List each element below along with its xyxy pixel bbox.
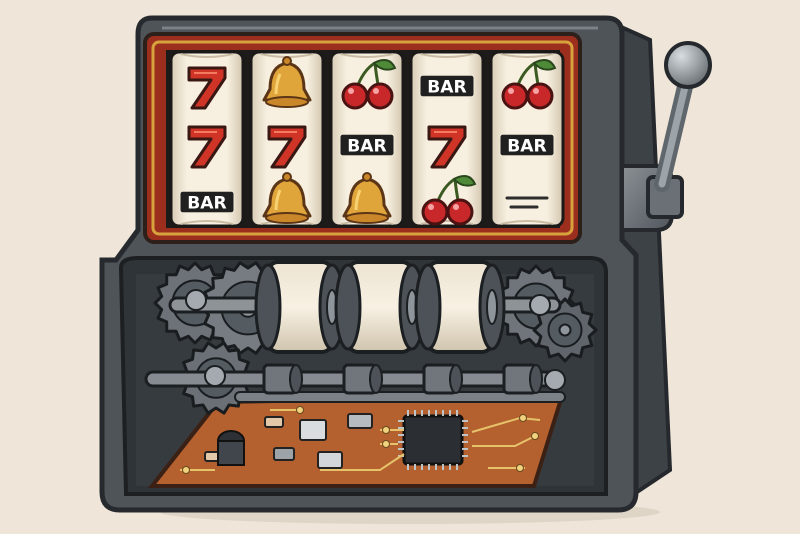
- component-1: [299, 419, 327, 441]
- pcb-pad-2: [382, 440, 390, 448]
- component-2: [347, 413, 373, 429]
- bar-label: BAR: [187, 193, 226, 213]
- bell-symbol-icon: [342, 172, 392, 224]
- reel-3: BAR: [329, 50, 405, 228]
- reel-mechanism: [144, 260, 598, 415]
- drum-2: [334, 260, 426, 354]
- bar-label: BAR: [427, 77, 466, 97]
- lever-icon[interactable]: [620, 41, 712, 232]
- spacer-1: [262, 363, 303, 395]
- pcb-pad-7: [182, 466, 190, 474]
- shaft-cap-3: [529, 294, 551, 316]
- bar-symbol-icon: BAR: [339, 133, 395, 156]
- cherry-symbol-icon: [421, 174, 477, 226]
- pcb-pad-4: [531, 432, 539, 440]
- bar-symbol-icon: BAR: [179, 190, 235, 213]
- drum-3: [414, 260, 506, 354]
- cherry-symbol-icon: [341, 58, 397, 110]
- component-4: [273, 447, 295, 461]
- bar-label: BAR: [347, 136, 386, 156]
- spacer-3: [422, 363, 463, 395]
- reel-window-gold-trim: [151, 40, 574, 236]
- bar-label: BAR: [507, 136, 546, 156]
- pcb-pad-6: [296, 406, 304, 414]
- dash-symbol-icon: [505, 196, 549, 209]
- bar-symbol-icon: BAR: [499, 133, 555, 156]
- reel-5: BAR: [489, 50, 565, 228]
- chip-icon: [402, 414, 464, 466]
- seven-symbol-icon: [427, 125, 467, 169]
- shaft-cap-1: [185, 289, 207, 311]
- pcb-pad-3: [519, 414, 527, 422]
- seven-symbol-icon: [187, 125, 227, 169]
- reel-1: BAR: [169, 50, 245, 228]
- shaft-cap-2: [204, 365, 226, 387]
- pcb-trace-5: [320, 453, 405, 471]
- reels-group: BAR BAR BAR BAR: [169, 50, 565, 228]
- seven-symbol-icon: [187, 66, 227, 110]
- lever-knob[interactable]: [664, 41, 712, 89]
- pcb-pad-1: [382, 426, 390, 434]
- seven-symbol-icon: [267, 125, 307, 169]
- pcb-pad-5: [516, 464, 524, 472]
- bar-symbol-icon: BAR: [419, 74, 475, 97]
- pcb-trace-4: [472, 435, 536, 447]
- bell-symbol-icon: [262, 56, 312, 108]
- gear-icon-5: [532, 297, 598, 363]
- shaft-cap-4: [544, 369, 566, 391]
- spacer-2: [342, 363, 383, 395]
- circuit-board-details: [180, 406, 541, 474]
- resistor-1: [264, 416, 284, 428]
- reel-4: BAR: [409, 50, 485, 228]
- cherry-symbol-icon: [501, 58, 557, 110]
- lever-arm-highlight: [658, 70, 692, 188]
- drum-1: [254, 260, 346, 354]
- bell-symbol-icon: [262, 172, 312, 224]
- capacitor-body: [217, 440, 245, 466]
- spacer-4: [502, 363, 543, 395]
- reel-2: [249, 50, 325, 228]
- component-3: [317, 451, 343, 469]
